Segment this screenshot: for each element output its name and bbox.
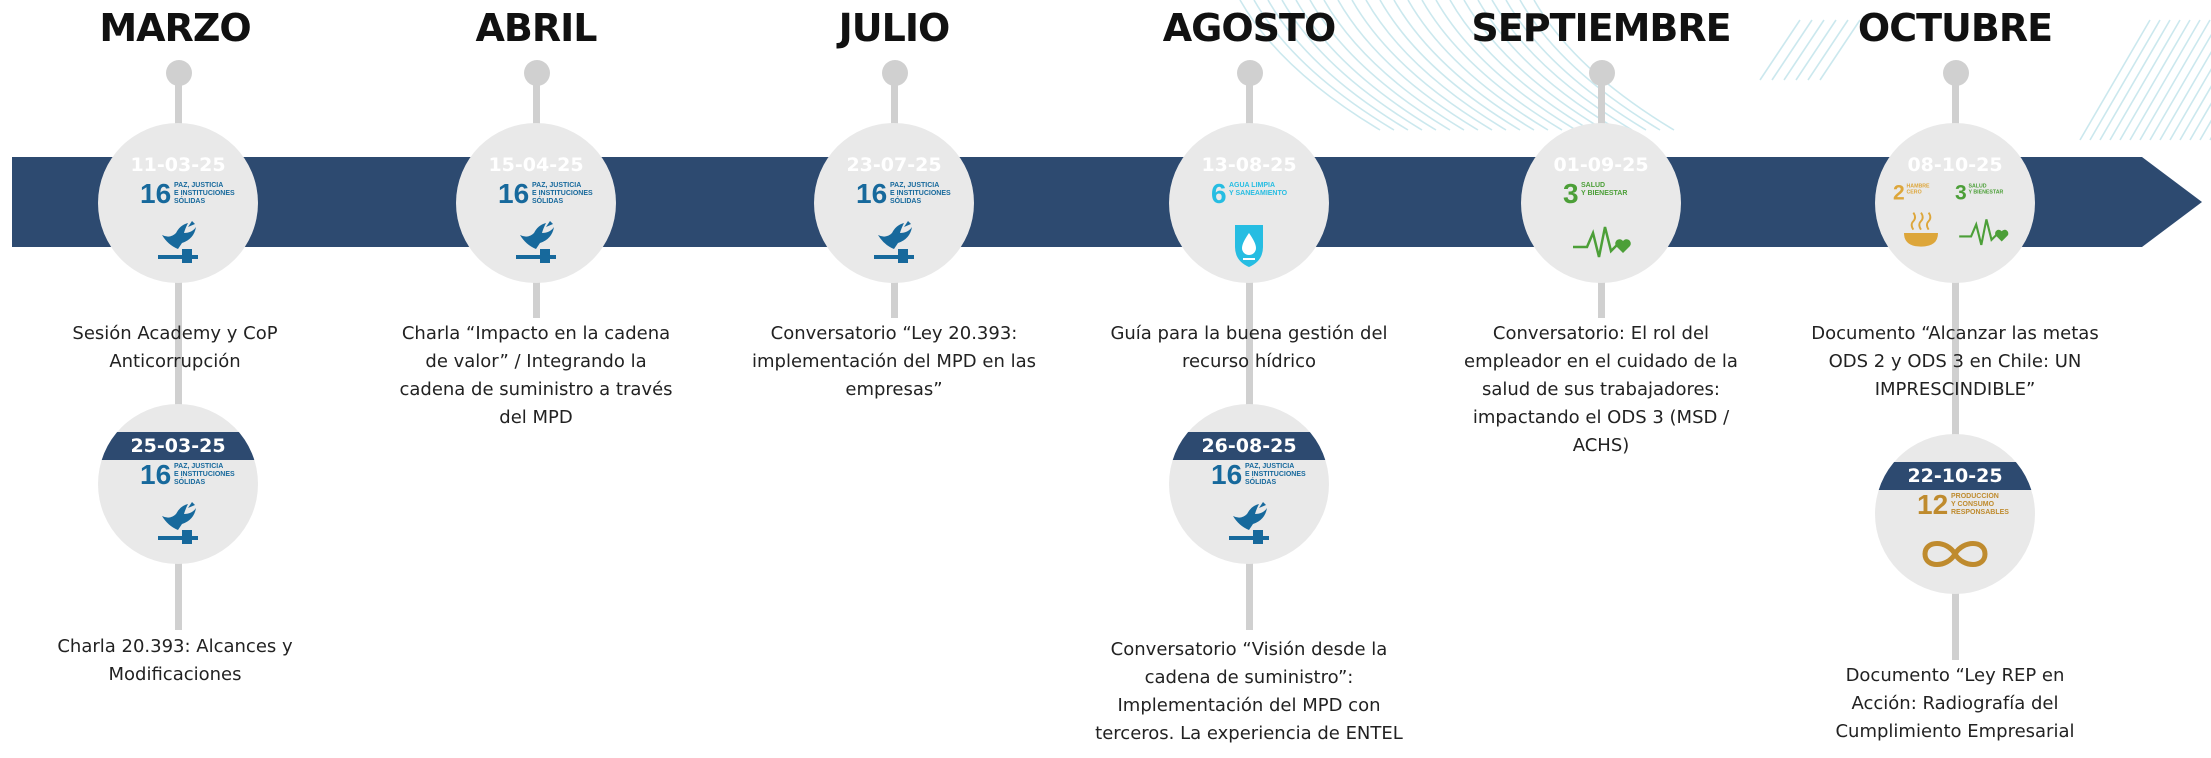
- sdg-label: PAZ, JUSTICIA: [890, 182, 939, 189]
- timeline-knob: [1588, 60, 1615, 86]
- event-description: Documento “Alcanzar las metas ODS 2 y OD…: [1811, 323, 2099, 400]
- sdg-label: PAZ, JUSTICIA: [532, 182, 581, 189]
- timeline-stem: [1246, 72, 1253, 630]
- sdg-number: 16: [498, 181, 529, 209]
- month-label-marzo: MARZO: [99, 6, 251, 50]
- sdg-number: 16: [856, 181, 887, 209]
- sdg-label: Y SANEAMIENTO: [1229, 190, 1288, 197]
- sdg-label: PRODUCCIÓN: [1951, 492, 1999, 500]
- sdg-label: E INSTITUCIONES: [1245, 471, 1306, 478]
- month-label-septiembre: SEPTIEMBRE: [1471, 6, 1731, 50]
- event-description: Sesión Academy y CoP Anticorrupción: [72, 323, 278, 372]
- event-date: 13-08-25: [1201, 154, 1297, 176]
- sdg-number: 3: [1955, 182, 1967, 205]
- timeline-stem: [1952, 72, 1959, 660]
- timeline-knob: [165, 60, 192, 86]
- sdg-number: 16: [140, 181, 171, 209]
- timeline-knob: [881, 60, 908, 86]
- sdg-label: SÓLIDAS: [174, 477, 205, 486]
- sdg-number: 6: [1211, 181, 1227, 209]
- timeline-knob: [523, 60, 550, 86]
- event-date: 08-10-25: [1907, 154, 2003, 176]
- timeline-knob: [1942, 60, 1969, 86]
- event-date: 23-07-25: [846, 154, 942, 176]
- event-date: 26-08-25: [1169, 432, 1329, 460]
- sdg-label: E INSTITUCIONES: [174, 190, 235, 197]
- sdg-label: PAZ, JUSTICIA: [174, 182, 223, 189]
- event-description: Guía para la buena gestión del recurso h…: [1110, 323, 1388, 372]
- event-description: Conversatorio “Visión desde la cadena de…: [1095, 639, 1403, 744]
- event-date: 11-03-25: [130, 154, 226, 176]
- event-date: 22-10-25: [1875, 462, 2035, 490]
- sdg-label: Y BIENESTAR: [1969, 190, 2004, 196]
- event-date: 15-04-25: [488, 154, 584, 176]
- sdg-label: SÓLIDAS: [174, 196, 205, 205]
- sdg-label: AGUA LIMPIA: [1229, 182, 1275, 189]
- sdg-label: HAMBRE: [1907, 184, 1931, 190]
- sdg-number: 16: [1211, 462, 1242, 490]
- sdg-label: Y BIENESTAR: [1581, 190, 1627, 197]
- event-description: Documento “Ley REP en Acción: Radiografí…: [1835, 665, 2075, 742]
- event-description: Charla 20.393: Alcances y Modificaciones: [57, 636, 293, 685]
- event-description: Conversatorio “Ley 20.393: implementació…: [752, 323, 1036, 400]
- sdg-number: 16: [140, 462, 171, 490]
- event-date: 25-03-25: [98, 432, 258, 460]
- sdg-label: RESPONSABLES: [1951, 509, 2009, 516]
- sdg-number: 2: [1893, 182, 1905, 205]
- month-label-julio: JULIO: [838, 6, 951, 50]
- sdg-label: CERO: [1907, 190, 1922, 196]
- sdg-label: SÓLIDAS: [1245, 477, 1276, 486]
- month-label-octubre: OCTUBRE: [1857, 6, 2053, 50]
- sdg-label: SÓLIDAS: [890, 196, 921, 205]
- sdg-label: SALUD: [1969, 184, 1987, 190]
- month-label-agosto: AGOSTO: [1162, 6, 1337, 50]
- timeline-knob: [1236, 60, 1263, 86]
- sdg-label: Y CONSUMO: [1951, 501, 1995, 508]
- timeline-arrow: [12, 157, 2202, 247]
- sdg-label: E INSTITUCIONES: [532, 190, 593, 197]
- timeline-stem: [175, 72, 182, 630]
- sdg-label: PAZ, JUSTICIA: [174, 463, 223, 470]
- sdg-label: PAZ, JUSTICIA: [1245, 463, 1294, 470]
- month-label-abril: ABRIL: [475, 6, 598, 50]
- sdg-label: SÓLIDAS: [532, 196, 563, 205]
- event-description: Charla “Impacto en la cadena de valor” /…: [399, 323, 673, 428]
- sdg-label: E INSTITUCIONES: [174, 471, 235, 478]
- event-date: 01-09-25: [1553, 154, 1649, 176]
- event-description: Conversatorio: El rol del empleador en e…: [1464, 323, 1738, 456]
- sdg-label: E INSTITUCIONES: [890, 190, 951, 197]
- sdg-number: 12: [1917, 492, 1948, 520]
- sdg-number: 3: [1563, 181, 1579, 209]
- sdg-label: SALUD: [1581, 182, 1605, 189]
